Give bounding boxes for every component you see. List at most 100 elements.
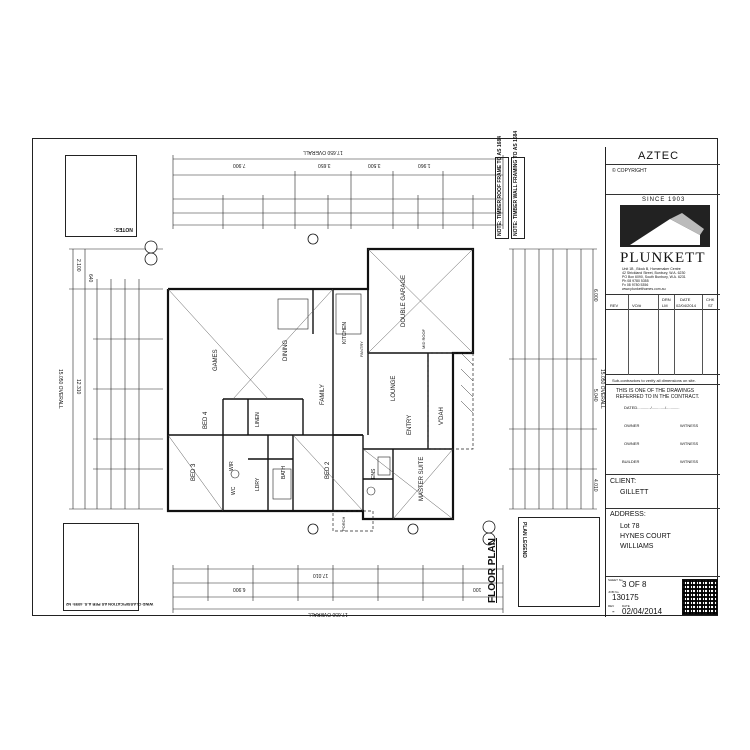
subcontractors-note: Sub-contractors to verify all dimensions… [612, 378, 696, 383]
signature-block: THIS IS ONE OF THE DRAWINGS REFERRED TO … [606, 385, 720, 475]
address-label: ADDRESS: [610, 511, 646, 518]
brand-name: PLUNKETT [620, 250, 706, 266]
address-town: WILLIAMS [620, 543, 654, 550]
left-notes-box: NOTES: [65, 155, 137, 237]
address-line-1: Unit 1B , Block B, Homemaker Centre [622, 267, 681, 271]
top-dim-1: 7.900 [233, 162, 246, 168]
client-label: CLIENT: [610, 478, 637, 485]
sig-builder: BUILDER [622, 459, 640, 464]
left-dim-1: 2.100 [75, 259, 81, 272]
room-kitchen: KITCHEN [342, 322, 348, 344]
right-dim-3: 4.010 [592, 479, 598, 492]
top-dim-4: 1.960 [418, 162, 431, 168]
room-linen: LINEN [255, 412, 261, 427]
room-games: GAMES [213, 349, 219, 371]
mid-roof-note: MID ROOF [421, 329, 426, 349]
room-double-garage: DOUBLE GARAGE [401, 274, 407, 327]
copyright: © COPYRIGHT [612, 168, 647, 174]
room-porch: PORCH [341, 516, 346, 531]
room-wir: WIR [229, 461, 235, 471]
wall-note: NOTE: TIMBER WALL FRAMING TO AS 1684 [513, 130, 519, 236]
plan-legend-box: PLAN LEGEND [518, 517, 600, 607]
top-dim-2: 3.650 [318, 162, 331, 168]
rev-date-value: 02/04/2014 [676, 303, 697, 308]
room-dining: DINING [283, 340, 289, 361]
overall-top-dim: 17.650 OVERALL [303, 149, 343, 155]
floor-plan-label: FLOOR PLAN [487, 538, 498, 603]
sig-witness-1: WITNESS [680, 423, 699, 428]
job-value: 130175 [612, 593, 639, 602]
title-block: AZTEC © COPYRIGHT SINCE 1903 PLUNKETT Un… [605, 147, 720, 617]
sheet-info: SHEET No. 3 OF 8 JOB No. 130175 REV DATE… [606, 577, 720, 617]
rev-drn-value: LM [662, 303, 668, 308]
notes-title: NOTES: [114, 226, 133, 232]
room-ldry: LDRY [255, 477, 261, 491]
sheet-value: 3 OF 8 [622, 580, 647, 589]
overall-bottom-dim: 17.650 OVERALL [308, 611, 348, 617]
rev-label-bottom: REV [608, 604, 615, 608]
room-master-suite: MASTER SUITE [419, 456, 425, 501]
copyright-row: © COPYRIGHT [606, 165, 720, 195]
room-bed-2: BED 2 [325, 461, 331, 479]
left-dim-2: 12.310 [75, 379, 81, 395]
address-line-5: Fx 08 9780 5356 [622, 283, 649, 287]
wind-class: WIND CLASSIFICATION AS PER A.S. 4055: N2 [66, 602, 154, 607]
sig-witness-3: WITNESS [680, 459, 699, 464]
overall-left-dim: 15.050 OVERALL [57, 369, 63, 409]
rev-col-line-2 [658, 295, 659, 375]
sig-witness-2: WITNESS [680, 441, 699, 446]
subcontractor-row: Sub-contractors to verify all dimensions… [606, 375, 720, 385]
bottom-left-notes-box: WIND CLASSIFICATION AS PER A.S. 4055: N2 [63, 523, 153, 611]
room-bed-4: BED 4 [203, 411, 209, 429]
dated-line: DATED............/............/.........… [624, 405, 680, 410]
drawings-note-1: THIS IS ONE OF THE DRAWINGS [616, 388, 695, 394]
model-name: AZTEC [638, 150, 680, 162]
client-name: GILLETT [620, 489, 649, 496]
rev-header-chk: CHK [706, 297, 715, 302]
left-dim-3: 640 [87, 274, 93, 283]
room-ens: ENS [371, 468, 377, 479]
room-bed-3: BED 3 [191, 463, 197, 481]
plunkett-logo-mark [620, 205, 710, 247]
rev-header-date: DATE [680, 297, 691, 302]
since-text: SINCE 1903 [642, 197, 686, 203]
rev-value-bottom: - [612, 607, 615, 616]
rev-header-vo: VO/# [632, 303, 642, 308]
bottom-dim-2: 6.900 [233, 586, 246, 592]
rev-chk-value: ST [708, 303, 714, 308]
bottom-dim-1: 17.010 [313, 572, 329, 578]
brand-row: SINCE 1903 PLUNKETT Unit 1B , Block B, H… [606, 195, 720, 295]
date-label-bottom: DATE [622, 604, 630, 608]
top-dim-3: 3.500 [368, 162, 381, 168]
qr-code-icon [682, 579, 718, 615]
roof-note-box: NOTE: TIMBER ROOF FRAME TO AS 1684 [495, 136, 509, 239]
sig-owner-1: OWNER [624, 423, 640, 428]
address-line-2: 42 Strickland Street, Bunbury, W.A. 6230 [622, 271, 686, 275]
room-wc: WC [231, 486, 237, 495]
bottom-dim-3: 100 [473, 586, 482, 592]
rev-divider [606, 309, 720, 310]
room-bath: BATH [281, 466, 287, 479]
rev-header-drn: DRN [662, 297, 671, 302]
date-value-bottom: 02/04/2014 [622, 607, 663, 616]
job-label: JOB No. [608, 590, 620, 594]
rev-col-line-4 [702, 295, 703, 375]
sheet-label: SHEET No. [608, 578, 624, 582]
room-lounge: LOUNGE [391, 375, 397, 401]
address-street: HYNES COURT [620, 533, 671, 540]
address-row: ADDRESS: Lot 78 HYNES COURT WILLIAMS [606, 509, 720, 577]
rev-col-line-1 [628, 295, 629, 375]
drawing-sheet: GAMES DINING FAMILY KITCHEN DOUBLE GARAG… [32, 131, 720, 617]
sig-owner-2: OWNER [624, 441, 640, 446]
room-entry: ENTRY [407, 414, 413, 435]
floor-plan-drawing [69, 155, 597, 613]
drawings-note-2: REFERRED TO IN THE CONTRACT. [616, 394, 700, 400]
right-dim-1: 6.000 [592, 289, 598, 302]
room-pantry: PANTRY [359, 341, 364, 357]
rev-col-line-3 [674, 295, 675, 375]
room-vdah: V'DAH [439, 407, 445, 425]
client-row: CLIENT: GILLETT [606, 475, 720, 509]
right-dim-2: 5.040 [592, 389, 598, 402]
address-line-3: PO Box 6090, South Bunbury, W.A. 6231 [622, 275, 686, 279]
address-line-4: Ph 08 9780 5355 [622, 279, 649, 283]
